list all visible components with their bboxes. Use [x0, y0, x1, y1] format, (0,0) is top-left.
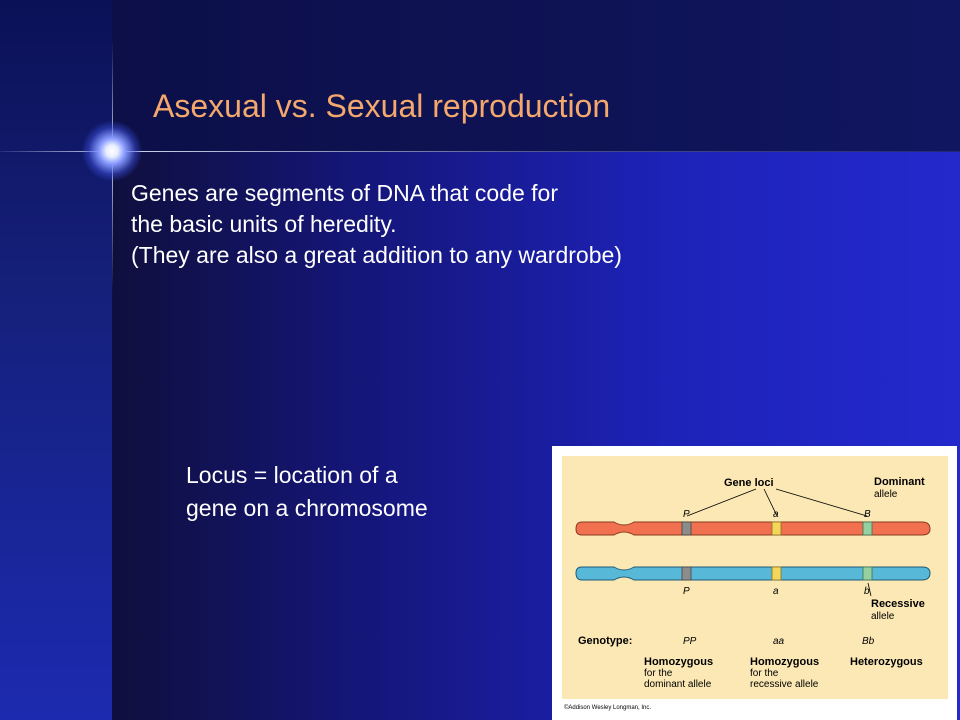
figure-credit: ©Addison Wesley Longman, Inc. — [564, 704, 651, 711]
category-label: recessive allele — [750, 679, 819, 690]
intro-line: the basic units of heredity. — [131, 211, 397, 237]
top-letter-p: P — [683, 509, 690, 520]
gene-loci-pointer-p — [686, 488, 757, 517]
category-label: for the — [750, 668, 779, 679]
genotype-aa: aa — [773, 636, 785, 647]
locus-b-band-top — [862, 521, 873, 536]
locus-b-band-bottom — [862, 566, 873, 581]
locus-line: gene on a chromosome — [186, 495, 428, 521]
bottom-letter-b: b — [864, 586, 870, 597]
gene-loci-label: Gene loci — [724, 477, 774, 489]
locus-p-band-top — [681, 521, 692, 536]
top-letter-b: B — [864, 509, 871, 520]
category-label: Homozygous — [644, 656, 713, 668]
bottom-letter-p: P — [683, 586, 690, 597]
category-label: Heterozygous — [850, 656, 923, 668]
locus-a-band-bottom — [771, 566, 782, 581]
gene-loci-figure: Gene loci Dominant allele P a B P a b Re… — [552, 446, 957, 720]
locus-p-band-bottom — [681, 566, 692, 581]
top-letter-a: a — [773, 509, 779, 520]
intro-text: Genes are segments of DNA that code for … — [131, 178, 622, 271]
locus-line: Locus = location of a — [186, 462, 398, 488]
slide-title: Asexual vs. Sexual reproduction — [153, 88, 611, 124]
bottom-chromosome-body — [575, 566, 931, 581]
recessive-pointer — [867, 582, 872, 597]
intro-line: (They are also a great addition to any w… — [131, 242, 622, 268]
gene-loci-pointer-b — [775, 488, 868, 517]
bottom-chromosome — [575, 566, 931, 581]
locus-definition: Locus = location of a gene on a chromoso… — [186, 459, 428, 525]
dominant-label: Dominant — [874, 476, 925, 488]
top-chromosome-body — [575, 521, 931, 536]
background-left-band — [0, 0, 112, 720]
decorative-horizontal-line — [0, 151, 960, 152]
bottom-letter-a: a — [773, 586, 779, 597]
recessive-label: Recessive — [871, 598, 925, 610]
genotype-pp: PP — [683, 636, 697, 647]
allele-label: allele — [871, 611, 895, 622]
allele-label: allele — [874, 489, 898, 500]
intro-line: Genes are segments of DNA that code for — [131, 180, 559, 206]
gene-loci-pointer-a — [763, 488, 778, 517]
background-top-band — [112, 0, 960, 152]
genotype-bb: Bb — [862, 636, 875, 647]
category-label: dominant allele — [644, 679, 712, 690]
category-label: for the — [644, 668, 673, 679]
genotype-label: Genotype: — [578, 635, 632, 647]
glow-star-icon — [82, 121, 142, 181]
chromosome-diagram: Gene loci Dominant allele P a B P a b Re… — [564, 476, 931, 711]
category-label: Homozygous — [750, 656, 819, 668]
top-chromosome — [575, 521, 931, 536]
locus-a-band-top — [771, 521, 782, 536]
